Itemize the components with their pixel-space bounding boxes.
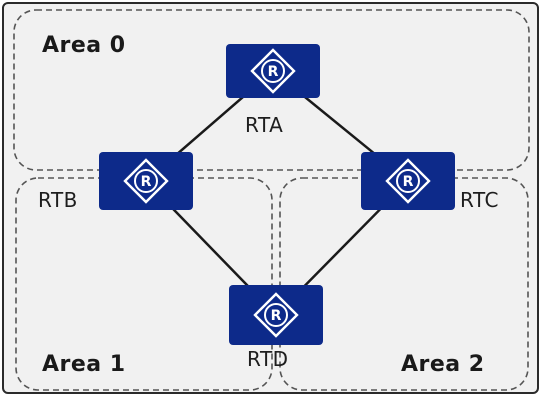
area-2-label: Area 2 — [401, 352, 485, 377]
router-icon-glyph: R — [403, 174, 414, 190]
router-rta-label: RTA — [245, 113, 284, 137]
router-rtc[interactable]: R — [361, 152, 455, 210]
router-icon: R — [385, 158, 431, 204]
router-icon-glyph: R — [271, 308, 282, 324]
router-rtb[interactable]: R — [99, 152, 193, 210]
router-rtd-label: RTD — [247, 347, 289, 371]
router-icon-glyph: R — [268, 64, 279, 80]
router-rta[interactable]: R — [226, 44, 320, 98]
router-icon-glyph: R — [141, 174, 152, 190]
router-rtd[interactable]: R — [229, 285, 323, 345]
area-0-label: Area 0 — [42, 33, 126, 58]
router-icon: R — [250, 48, 296, 94]
router-icon: R — [253, 292, 299, 338]
area-0-boundary — [13, 9, 530, 171]
router-icon: R — [123, 158, 169, 204]
router-rtc-label: RTC — [460, 188, 499, 212]
area-1-label: Area 1 — [42, 352, 126, 377]
router-rtb-label: RTB — [38, 188, 78, 212]
